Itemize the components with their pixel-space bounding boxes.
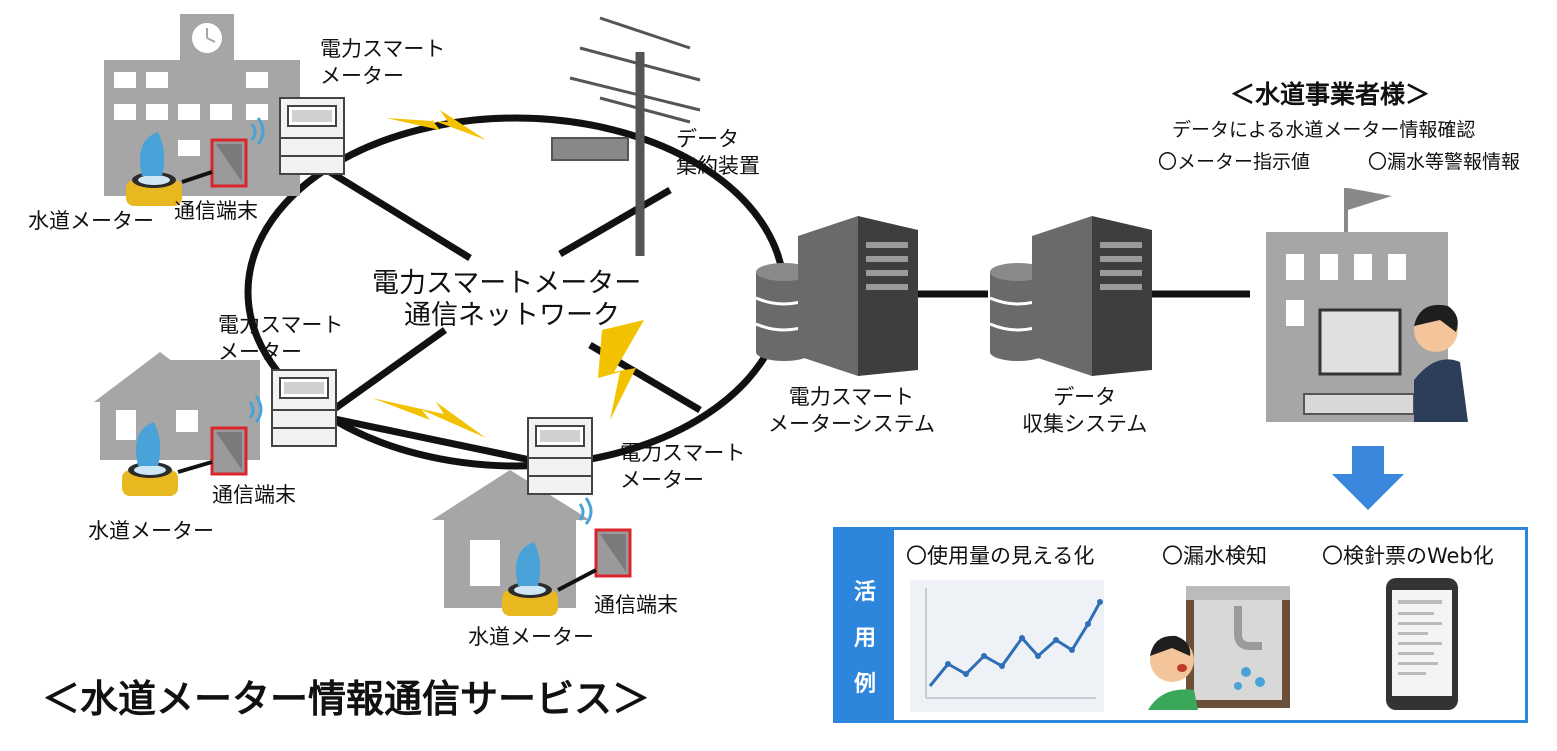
operator-item: 〇漏水等警報情報 [1368, 151, 1521, 173]
smart-meter-system-label: 電力スマート メーターシステム [768, 384, 935, 438]
terminal-label: 通信端末 [174, 199, 258, 223]
antenna-icon [551, 16, 701, 256]
smartphone-icon [1386, 578, 1458, 710]
side-char: 活 [853, 580, 876, 605]
smart-meter-label: 電力スマート メーター [320, 36, 445, 90]
terminal-label: 通信端末 [594, 593, 678, 617]
usage-graph-icon [910, 580, 1104, 712]
smart-meter-icon [527, 417, 593, 495]
label-line: 電力スマートメーター [372, 268, 642, 299]
leak-detection-icon [1148, 586, 1290, 710]
school-building-icon [104, 14, 300, 196]
terminal-icon [210, 426, 248, 476]
terminal-icon [594, 528, 632, 578]
terminal-icon [210, 138, 248, 188]
operator-subtitle: データによる水道メーター情報確認 [1172, 119, 1476, 141]
smart-meter-label: 電力スマート メーター [620, 440, 745, 494]
smart-meter-icon [279, 97, 345, 175]
usage-example-title: 〇検針票のWeb化 [1322, 544, 1494, 568]
network-link [327, 327, 448, 415]
water-meter-label: 水道メーター [28, 209, 154, 233]
water-meter-label: 水道メーター [468, 625, 594, 649]
down-arrow-icon [1332, 446, 1404, 510]
service-title: ＜水道メーター情報通信サービス＞ [42, 677, 651, 721]
label-line: 電力スマート [788, 385, 915, 409]
side-char: 用 [853, 626, 876, 651]
lightning-icon [598, 320, 644, 420]
label-line: 集約装置 [676, 154, 760, 178]
signal-icon [578, 496, 593, 526]
operator-title: ＜水道事業者様＞ [1230, 80, 1431, 109]
network-link [558, 186, 672, 258]
label-line: 電力スマート [320, 37, 446, 61]
network-link [329, 414, 541, 466]
label-line: 電力スマート [218, 313, 344, 337]
label-line: メーターシステム [768, 412, 935, 436]
label-line: 通信ネットワーク [404, 300, 620, 331]
usage-example-title: 〇漏水検知 [1162, 544, 1267, 568]
usage-example-title: 〇使用量の見える化 [906, 544, 1095, 568]
lightning-icon [386, 110, 486, 140]
label-line: メーター [620, 468, 704, 492]
label-line: データ [676, 127, 739, 151]
data-collection-label: データ 収集システム [1022, 384, 1147, 438]
network-label: 電力スマートメーター 通信ネットワーク [372, 268, 641, 332]
collector-label: データ 集約装置 [676, 126, 760, 180]
operator-item: 〇メーター指示値 [1158, 151, 1311, 173]
usage-examples-panel: 活 用 例 〇使用量の見える化 〇漏水検知 〇検針票のWeb化 [833, 527, 1528, 723]
smart-meter-icon [271, 369, 337, 447]
label-line: データ [1053, 385, 1117, 409]
label-line: 電力スマート [620, 441, 746, 465]
server-icon [1032, 216, 1152, 376]
terminal-label: 通信端末 [212, 483, 296, 507]
label-line: 収集システム [1022, 412, 1148, 436]
label-line: メーター [218, 340, 302, 364]
smart-meter-label: 電力スマート メーター [218, 312, 343, 366]
side-char: 例 [853, 672, 876, 697]
label-line: メーター [320, 64, 404, 88]
lightning-icon [372, 398, 486, 438]
water-meter-label: 水道メーター [88, 519, 214, 543]
office-building-icon [1266, 188, 1468, 422]
usage-side-label: 活 用 例 [836, 530, 894, 720]
network-link [328, 169, 472, 261]
server-icon [798, 216, 918, 376]
